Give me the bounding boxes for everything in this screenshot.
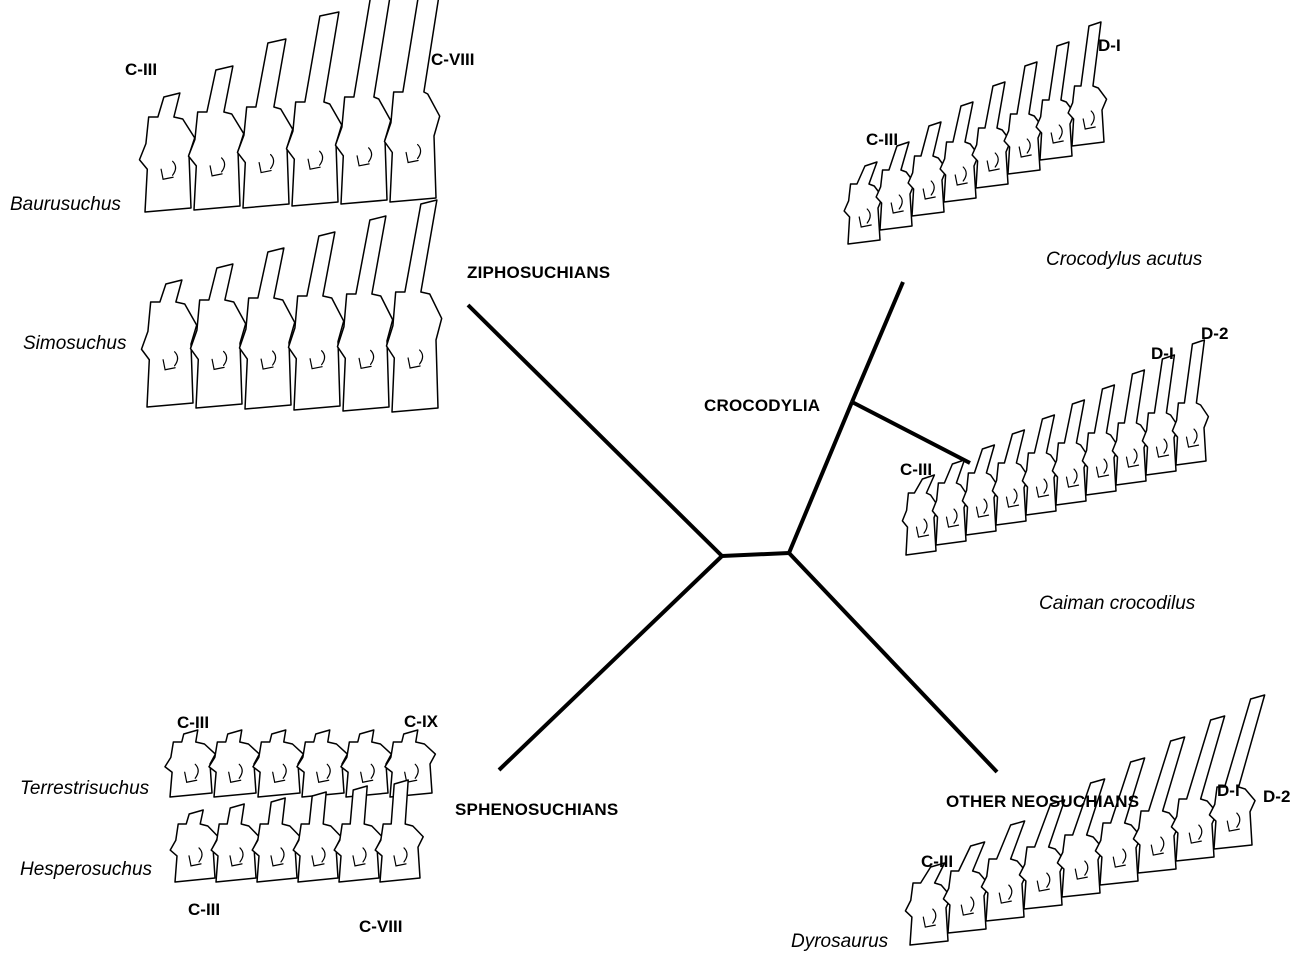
vertebral-series-caiman [902,340,1208,555]
branch-crocodylus [852,282,903,402]
vertebra-outline [385,730,435,797]
branch-internal [722,553,789,556]
vertebra-outline [337,216,392,411]
taxon-label-dyrosaurus: Dyrosaurus [791,932,888,951]
vertebra-outline [375,780,423,882]
vertebra-outline [297,730,347,797]
branch-other-neosuchians [789,553,997,772]
taxon-label-simosuchus: Simosuchus [23,334,127,353]
vertebra-outline [139,93,194,212]
vertebra-outline [252,798,300,882]
vertebra-outline [902,475,938,555]
vertebra-outline [165,730,215,797]
vertebra-label-crocodylus-end: D-I [1098,37,1121,54]
vertebra-outline [239,248,294,409]
branch-caiman [852,402,970,463]
vertebra-outline [1022,415,1058,515]
vertebra-outline [237,39,292,208]
vertebra-label-caiman-d2: D-2 [1201,325,1228,342]
vertebra-outline [844,162,882,244]
vertebra-outline [286,12,341,206]
vertebra-outline [386,200,441,412]
vertebra-outline [188,66,243,210]
clade-label-crocodylia: CROCODYLIA [704,397,820,414]
vertebra-label-hesperosuchus-end: C-VIII [359,918,402,935]
branch-ziphosuchians [468,305,722,556]
clade-label-ziphosuchians: ZIPHOSUCHIANS [467,264,610,281]
vertebra-label-caiman-d1: D-I [1151,345,1174,362]
vertebra-outline [288,232,343,410]
vertebra-outline [1004,62,1042,174]
vertebra-outline [1019,800,1065,909]
vertebra-label-crocodylus-start: C-III [866,131,898,148]
vertebra-label-terrestrisuchus-start: C-III [177,714,209,731]
vertebra-outline [190,264,245,408]
vertebral-series-hesperosuchus [170,780,423,882]
vertebra-label-baurusuchus-start: C-III [125,61,157,78]
vertebra-outline [972,82,1010,188]
taxon-label-baurusuchus: Baurusuchus [10,195,121,214]
vertebra-outline [170,810,218,882]
vertebra-label-caiman-start: C-III [900,461,932,478]
vertebra-outline [211,804,259,882]
vertebral-series-baurusuchus [139,0,444,212]
vertebral-series-simosuchus [141,200,441,412]
taxon-label-crocodylus: Crocodylus acutus [1046,250,1202,269]
vertebra-label-dyrosaurus-d1: D-I [1217,782,1240,799]
vertebra-label-dyrosaurus-d2: D-2 [1263,788,1290,805]
vertebra-outline [876,142,914,230]
vertebra-outline [334,786,382,882]
vertebra-outline [384,0,444,202]
vertebra-outline [141,280,196,407]
branch-crocodylia-stem [789,402,852,553]
vertebra-outline [253,730,303,797]
vertebra-outline [335,0,391,204]
vertebra-label-dyrosaurus-start: C-III [921,853,953,870]
vertebra-outline [981,821,1027,921]
taxon-label-hesperosuchus: Hesperosuchus [20,860,152,879]
taxon-label-terrestrisuchus: Terrestrisuchus [20,779,149,798]
vertebra-label-terrestrisuchus-end: C-IX [404,713,438,730]
vertebra-outline [905,863,951,945]
branch-sphenosuchians [499,556,722,770]
vertebra-outline [293,792,341,882]
vertebra-label-baurusuchus-end: C-VIII [431,51,474,68]
taxon-label-caiman: Caiman crocodilus [1039,594,1195,613]
vertebra-outline [1112,370,1148,485]
vertebra-outline [209,730,259,797]
vertebra-outline [1052,400,1088,505]
clade-label-other-neosuchians: OTHER NEOSUCHIANS [946,793,1139,810]
vertebra-label-hesperosuchus-start: C-III [188,901,220,918]
clade-label-sphenosuchians: SPHENOSUCHIANS [455,801,618,818]
vertebra-outline [1082,385,1118,495]
